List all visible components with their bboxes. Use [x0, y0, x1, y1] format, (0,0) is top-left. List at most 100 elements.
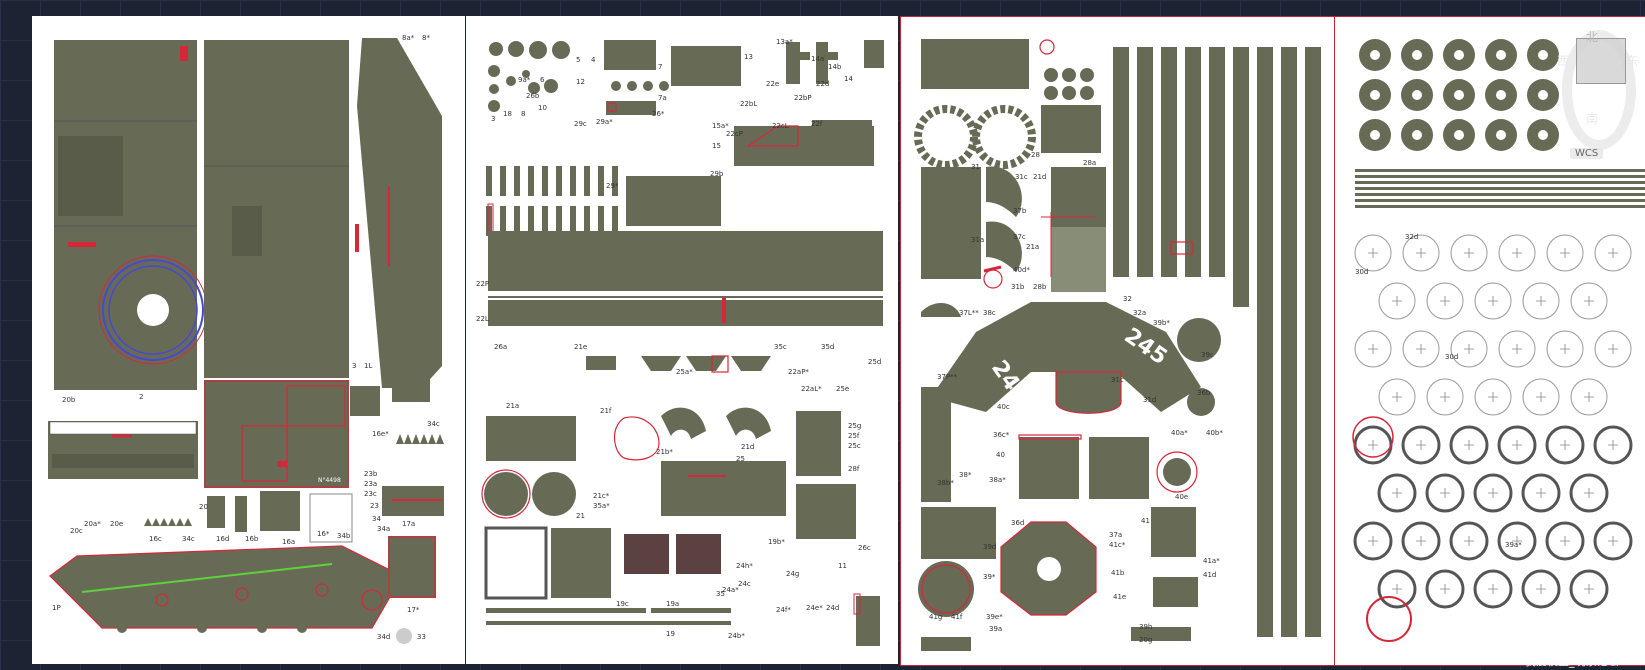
wheel-outline [1570, 378, 1608, 416]
wheel-outline [1450, 234, 1488, 272]
viewcube-compass-ring[interactable] [1562, 30, 1636, 150]
wheel-cluster[interactable] [1044, 68, 1094, 100]
svg-text:24a*: 24a* [722, 586, 739, 594]
wcs-menu[interactable]: WCS [1570, 148, 1604, 159]
viewcube-north[interactable]: 北 [1586, 30, 1599, 44]
svg-text:26*: 26* [652, 110, 665, 118]
label-33: 33 [417, 633, 426, 641]
svg-text:28f: 28f [848, 465, 860, 473]
svg-text:24e*: 24e* [806, 604, 823, 612]
part-rear-plate[interactable] [204, 380, 349, 488]
wheel-center-mark [1512, 344, 1522, 354]
label-17: 17* [407, 606, 420, 614]
turret-ring-selection[interactable] [102, 259, 204, 361]
wheel-outline [1594, 330, 1632, 368]
part-turret-top[interactable] [931, 302, 1201, 412]
part-hull-side-right[interactable] [357, 38, 442, 388]
road-wheel-grid[interactable] [1359, 39, 1559, 151]
wheel-outline [1425, 569, 1465, 609]
svg-text:10: 10 [538, 104, 547, 112]
viewcube[interactable]: 北 西 东 南 WCS [1556, 30, 1638, 165]
selected-wheel-outline[interactable] [1352, 416, 1394, 458]
viewcube-face[interactable] [1576, 38, 1626, 84]
wheel-outline [1449, 425, 1489, 465]
wheel-outline [1473, 569, 1513, 609]
svg-text:24h*: 24h* [736, 562, 753, 570]
label-34a: 34a [377, 525, 390, 533]
wheel-center-mark [1536, 584, 1546, 594]
wheel-center-mark [1560, 536, 1570, 546]
svg-text:7: 7 [658, 63, 662, 71]
wheel-center-mark [1584, 392, 1594, 402]
wheel-center-mark [1608, 344, 1618, 354]
wheel-outline [1546, 330, 1584, 368]
svg-text:26c: 26c [858, 544, 871, 552]
road-wheel-hub [1496, 50, 1506, 60]
svg-text:41c*: 41c* [1109, 541, 1126, 549]
part-lower-hull[interactable] [50, 546, 402, 628]
label-34d: 34d [377, 633, 390, 641]
viewcube-west[interactable]: 西 [1557, 54, 1570, 68]
svg-text:12: 12 [576, 78, 585, 86]
road-wheel-hub [1538, 90, 1548, 100]
svg-text:8: 8 [521, 110, 525, 118]
small-parts-grid[interactable] [488, 65, 669, 115]
wheel-center-mark [1392, 488, 1402, 498]
svg-text:31b: 31b [1011, 283, 1025, 291]
svg-text:24c: 24c [738, 580, 751, 588]
svg-text:14: 14 [844, 75, 853, 83]
sheet-4[interactable]: 32d 30d 30d 39a* [1334, 16, 1645, 666]
wheel-center-mark [1464, 248, 1474, 258]
label-20e: 20e [110, 520, 123, 528]
track-columns[interactable] [1113, 47, 1321, 637]
svg-text:41b: 41b [1111, 569, 1125, 577]
svg-text:37a: 37a [1109, 531, 1122, 539]
svg-text:32: 32 [1123, 295, 1132, 303]
track-wave-strip[interactable] [1355, 169, 1645, 208]
svg-text:40a*: 40a* [1171, 429, 1188, 437]
svg-text:37c: 37c [1013, 233, 1026, 241]
svg-text:31: 31 [971, 163, 980, 171]
svg-text:21c*: 21c* [593, 492, 610, 500]
sheet-1[interactable]: N°4498 [32, 16, 465, 664]
wheel-outline [1426, 282, 1464, 320]
viewcube-east[interactable]: 东 [1626, 54, 1639, 68]
svg-text:21b*: 21b* [656, 448, 673, 456]
label-34b: 34b [337, 532, 351, 540]
part-29b[interactable] [626, 176, 721, 226]
wheel-center-mark [1440, 584, 1450, 594]
svg-text:22bL: 22bL [740, 100, 757, 108]
forum-watermark: 5ilk!x. 我爱模型_玩家论坛 [1525, 617, 1645, 668]
wheel-center-mark [1560, 344, 1570, 354]
svg-text:40d*: 40d* [1013, 266, 1030, 274]
wheel-center-mark [1584, 584, 1594, 594]
selected-edge-green[interactable] [81, 563, 333, 593]
part-22-strip[interactable] [488, 231, 883, 291]
svg-text:20g: 20g [1139, 636, 1152, 644]
svg-text:41g: 41g [929, 613, 942, 621]
selected-wheel-outline-2[interactable] [1366, 596, 1412, 642]
svg-text:40c: 40c [997, 403, 1010, 411]
wheel-outline-grid[interactable] [1353, 234, 1633, 609]
viewcube-south[interactable]: 南 [1586, 112, 1599, 126]
wheel-outline [1378, 282, 1416, 320]
svg-text:37P**: 37P** [937, 373, 958, 381]
track-link-rows[interactable] [486, 166, 618, 236]
svg-text:31c: 31c [1111, 376, 1124, 384]
label-20a: 20a* [84, 520, 101, 528]
wheel-center-mark [1584, 296, 1594, 306]
svg-text:35c: 35c [774, 343, 787, 351]
wheel-outline [1593, 425, 1633, 465]
label-8: 8* [422, 34, 430, 42]
part-hull-top[interactable] [204, 40, 349, 378]
svg-text:24b*: 24b* [728, 632, 745, 640]
wheel-outline [1570, 282, 1608, 320]
svg-text:22P: 22P [476, 280, 489, 288]
label-20: 20 [199, 503, 208, 511]
sheet-4-parts: 32d 30d 30d 39a* [1352, 39, 1645, 642]
label-39a: 39a* [1505, 541, 1522, 549]
